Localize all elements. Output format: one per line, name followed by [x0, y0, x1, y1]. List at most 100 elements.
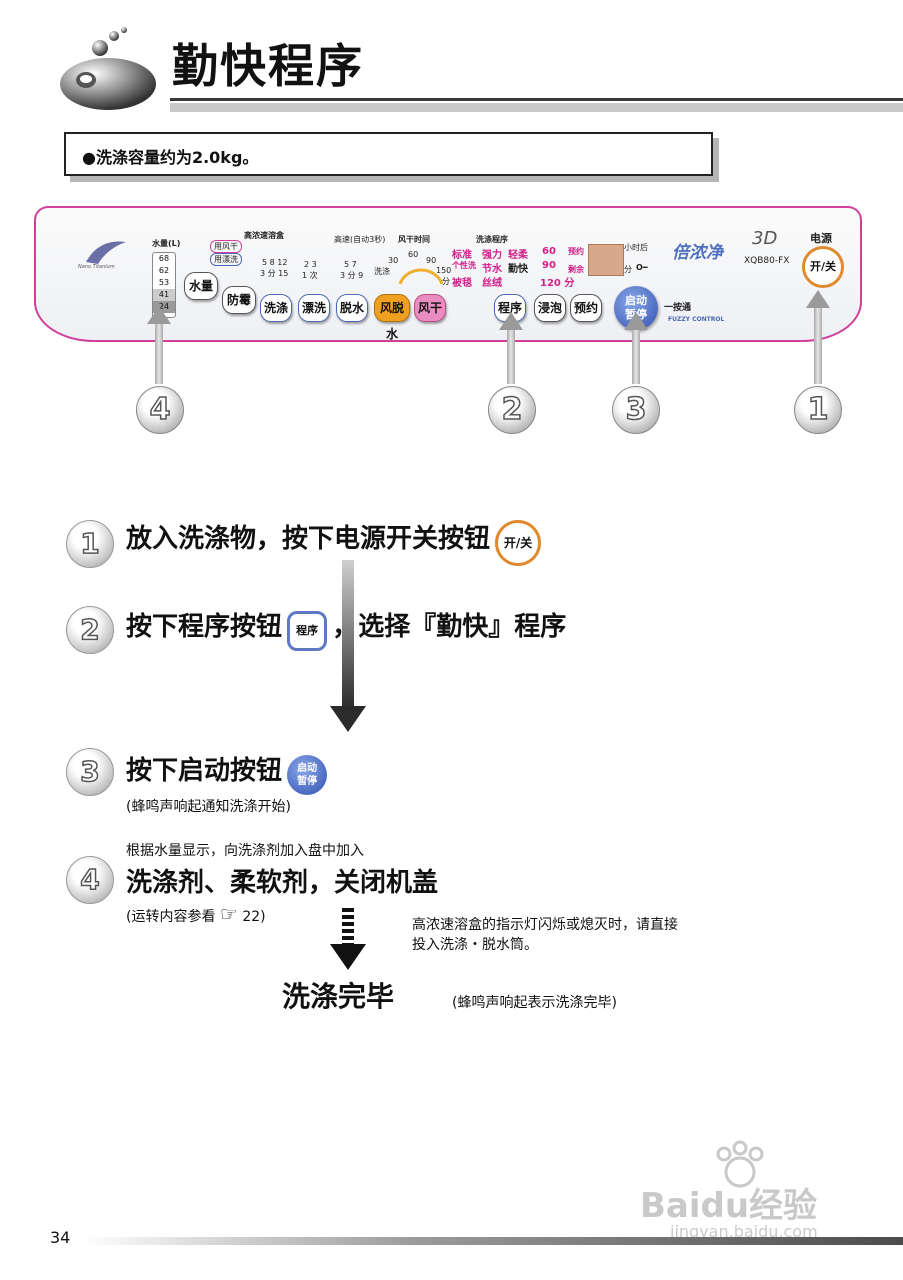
start-label: 启动 [625, 294, 647, 307]
digital-display [588, 244, 624, 276]
step-text: 放入洗涤物，按下电源开关按钮 [126, 524, 491, 554]
dry-time: 60 [408, 250, 419, 259]
water-label: 水量(L) [152, 239, 181, 248]
callout-arrow-icon [147, 306, 171, 324]
mold-button[interactable]: 防霉 [222, 286, 256, 314]
step-number: 2 [66, 606, 114, 654]
step-text: 洗涤剂、柔软剂，关闭机盖 [126, 868, 439, 898]
step-number: 4 [66, 856, 114, 904]
dry-side-label: 洗涤 [374, 267, 390, 276]
soak-button[interactable]: 浸泡 [534, 294, 566, 322]
callout-arrow-shaft [632, 330, 640, 384]
paw-icon [716, 1140, 764, 1188]
step-number: 1 [66, 520, 114, 568]
dry-dial-arc [398, 268, 444, 285]
time-value: 120 分 [540, 278, 575, 289]
callout-arrow-icon [499, 312, 523, 330]
callout-number: 2 [488, 386, 536, 434]
step-2: 按下程序按钮 程序 ，选择『勤快』程序 [126, 606, 566, 651]
callout-number: 4 [136, 386, 184, 434]
pointing-hand-icon: ☞ [219, 902, 238, 926]
step-text: 按下程序按钮 [126, 612, 283, 642]
svg-text:Nano Titanium: Nano Titanium [78, 264, 115, 270]
program-option: 强力 [482, 250, 502, 261]
water-level: 62 [158, 266, 170, 275]
baidu-watermark: Baidu经验 jingyan.baidu.com [640, 1140, 850, 1250]
callout-arrow-icon [806, 290, 830, 308]
step-1: 放入洗涤物，按下电源开关按钮 开/关 [126, 518, 542, 566]
step-number: 3 [66, 748, 114, 796]
conc-option: 用风干 [210, 240, 242, 253]
watermark-brand: Baidu经验 [640, 1186, 818, 1226]
display-label: 小时后 [624, 243, 648, 252]
water-level: 41 [153, 289, 175, 301]
step-text: 按下启动按钮 [126, 756, 283, 786]
program-button-icon: 程序 [287, 610, 328, 651]
finish-title: 洗涤完毕 [282, 980, 395, 1013]
power-button[interactable]: 开/关 [802, 246, 844, 288]
spin-title: 高速(自动3秒) [334, 235, 386, 244]
wind-dry-button[interactable]: 风干 [414, 294, 446, 322]
callout-arrow-icon [624, 312, 648, 330]
rinse-digits: 1 次 [302, 271, 318, 280]
footer-rule [82, 1237, 903, 1245]
rinse-button[interactable]: 漂洗 [298, 294, 330, 322]
page-reference: 22) [242, 909, 266, 925]
dry-time: 90 [426, 256, 437, 265]
reserve-button[interactable]: 预约 [570, 294, 602, 322]
dashed-arrow-icon [330, 944, 366, 970]
wash-button[interactable]: 洗涤 [260, 294, 292, 322]
start-button-icon: 启动 暂停 [287, 754, 328, 795]
wind-spin-button[interactable]: 风脱水 [374, 294, 410, 341]
spin-digits: 5 7 [344, 260, 357, 269]
logo-3d: 3D [752, 228, 778, 249]
conc-option: 用漂洗 [210, 253, 242, 266]
display-label: 分 [624, 265, 632, 274]
title-rule [170, 98, 903, 112]
dry-unit: 分 [442, 277, 450, 286]
dry-title: 风干时间 [398, 235, 430, 244]
flow-arrow-icon [330, 706, 366, 732]
step-4-ref: (运转内容参看 ☞ 22) [126, 902, 266, 926]
rinse-digits: 2 3 [304, 260, 317, 269]
brand-swoosh-icon: Nano Titanium [78, 241, 126, 270]
conc-title: 高浓速溶盒 [244, 231, 284, 240]
time-label: 剩余 [568, 265, 584, 274]
wash-digits: 3 分 15 [260, 269, 289, 278]
step-pretext: 根据水量显示，向洗涤剂加入盘中加入 [126, 843, 364, 859]
pause-label: 暂停 [297, 775, 318, 787]
key-lock-icon: O━ [636, 263, 648, 272]
callout-arrow-shaft [507, 330, 515, 384]
control-panel: Nano Titanium 水量(L) 68 62 53 41 24 高浓速溶盒… [34, 206, 862, 342]
time-value: 60 [542, 246, 556, 257]
program-option: 标准 [452, 250, 472, 261]
page-number: 34 [50, 1228, 71, 1247]
dry-time: 150 [436, 266, 452, 275]
program-option-selected: 勤快 [508, 264, 528, 275]
dry-time: 30 [388, 256, 399, 265]
program-title: 洗涤程序 [476, 235, 508, 244]
callout-number: 1 [794, 386, 842, 434]
water-button[interactable]: 水量 [184, 272, 218, 300]
fuzzy-control-label: FUZZY CONTROL [668, 316, 725, 323]
program-option: 丝绒 [482, 278, 502, 289]
spin-button[interactable]: 脱水 [336, 294, 368, 322]
side-note: 投入洗涤・脱水筒。 [412, 937, 538, 953]
page-title: 勤快程序 [172, 39, 364, 93]
wash-digits: 5 8 12 [262, 258, 288, 267]
start-label: 启动 [297, 762, 318, 774]
flow-arrow-shaft [342, 560, 354, 708]
program-option: 被毯 [452, 278, 472, 289]
program-option: 节水 [482, 264, 502, 275]
dashed-arrow-shaft [342, 908, 354, 944]
water-level: 53 [158, 278, 170, 287]
finish-subtext: (蜂鸣声响起表示洗涤完毕) [452, 995, 617, 1011]
power-button-icon: 开/关 [495, 519, 542, 566]
program-option: 轻柔 [508, 250, 528, 261]
brand-name: 倍浓净 [672, 243, 723, 263]
callout-arrow-shaft [155, 324, 163, 384]
callout-number: 3 [612, 386, 660, 434]
step-subtext: (运转内容参看 [126, 909, 216, 925]
capacity-note: ●洗涤容量约为2.0kg。 [82, 148, 259, 167]
callout-arrow-shaft [814, 308, 822, 384]
